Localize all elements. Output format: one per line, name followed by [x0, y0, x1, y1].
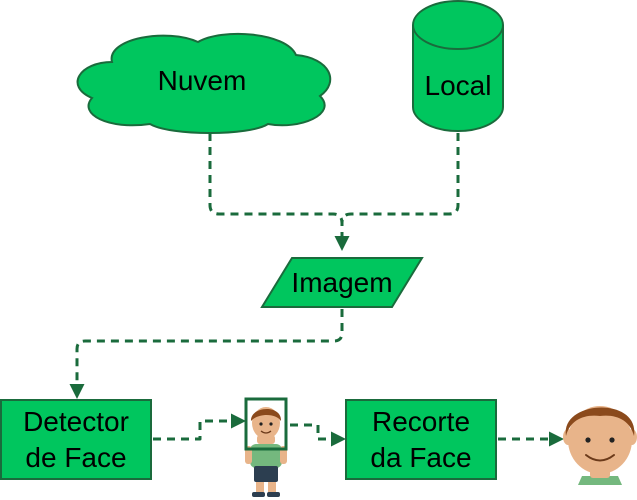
local-node: Local: [412, 0, 504, 132]
person-left-leg: [256, 482, 264, 493]
image-label: Imagem: [291, 267, 392, 298]
edge-person-to-crop: [290, 423, 346, 447]
face-hair: [565, 407, 635, 436]
edge-local-to-image: [340, 133, 460, 224]
face-left-eye: [585, 437, 591, 443]
person-right-leg: [268, 482, 276, 493]
person-right-eye: [269, 422, 273, 426]
cylinder-body: [412, 0, 504, 132]
edge-detector-to-person: [153, 413, 246, 441]
edge-cloud-to-image: [208, 133, 350, 251]
crop-label-line2: da Face: [370, 442, 471, 473]
cylinder-rim: [412, 24, 504, 50]
face-head: [568, 406, 632, 474]
person-right-shoe: [267, 492, 280, 497]
crop-label-line1: Recorte: [372, 406, 470, 437]
edge-image-to-detector: [69, 309, 344, 399]
detector-label-line2: de Face: [25, 442, 126, 473]
detector-node: Detector de Face: [0, 399, 152, 480]
person-figure-icon: [244, 397, 288, 497]
cloud-shape: [76, 32, 332, 134]
face-icon: [563, 406, 637, 485]
face-detection-frame: [244, 397, 288, 451]
cloud-label: Nuvem: [158, 65, 247, 96]
detector-box: [0, 399, 152, 480]
face-right-eye: [609, 437, 615, 443]
local-label: Local: [425, 70, 492, 101]
detector-label-line1: Detector: [23, 406, 129, 437]
parallelogram-shape: [260, 257, 424, 308]
crop-node: Recorte da Face: [345, 399, 497, 480]
crop-box: [345, 399, 497, 480]
image-node: Imagem: [260, 257, 424, 308]
face-smile: [585, 454, 615, 462]
cloud-node: Nuvem: [76, 32, 332, 134]
person-hair: [250, 408, 282, 421]
person-left-eye: [259, 422, 263, 426]
face-collar: [578, 476, 622, 485]
person-left-shoe: [252, 492, 265, 497]
person-smile: [260, 430, 272, 434]
person-pants: [254, 466, 278, 482]
